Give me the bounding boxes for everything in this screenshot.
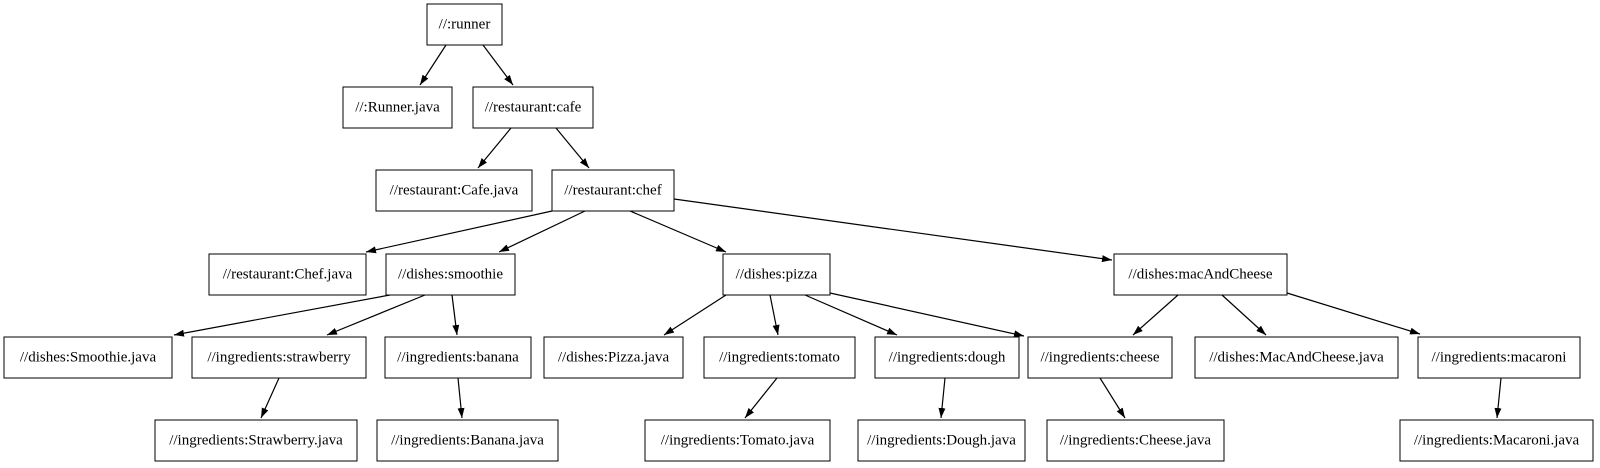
graph-node-box: [857, 419, 1026, 462]
graph-edge-dough-to-dough-java: [938, 377, 946, 419]
graph-node-runner-java: //:Runner.java: [342, 86, 453, 129]
graph-edge-pizza-to-cheese: [829, 292, 1025, 338]
graph-edge-banana-to-banana-java: [457, 377, 465, 419]
graph-edge-runner-to-cafe: [482, 44, 514, 86]
graph-edge-cafe-to-cafe-java: [477, 127, 512, 169]
graph-node-label: //ingredients:cheese: [1040, 350, 1159, 366]
graph-edge-smoothie-to-banana: [451, 294, 460, 336]
graph-node-label: //dishes:Smoothie.java: [20, 350, 157, 366]
graph-node-mac-and-cheese: //dishes:macAndCheese: [1113, 253, 1288, 296]
graph-edge-pizza-to-dough: [804, 294, 898, 336]
graph-node-box: [191, 336, 367, 379]
graph-node-cheese: //ingredients:cheese: [1027, 336, 1173, 379]
graph-node-box: [376, 419, 559, 462]
graph-edge-runner-to-runner-java: [419, 44, 447, 86]
graph-node-box: [1046, 419, 1225, 462]
graph-edge-pizza-to-tomato: [769, 294, 780, 336]
graph-edge-pizza-to-pizza-java: [663, 294, 727, 336]
graph-node-label: //dishes:macAndCheese: [1128, 267, 1272, 283]
graph-node-chef: //restaurant:chef: [551, 169, 675, 212]
graph-node-box: [154, 419, 358, 462]
graph-node-label: //ingredients:Tomato.java: [661, 433, 815, 449]
graph-node-box: [472, 86, 594, 129]
graph-node-label: //ingredients:Dough.java: [867, 433, 1016, 449]
graph-node-label: //:runner: [439, 17, 491, 33]
graph-node-cafe: //restaurant:cafe: [472, 86, 594, 129]
graph-node-box: [342, 86, 453, 129]
graph-node-label: //ingredients:Macaroni.java: [1414, 433, 1580, 449]
graph-node-pizza-java: //dishes:Pizza.java: [543, 336, 684, 379]
graph-node-label: //ingredients:macaroni: [1432, 350, 1567, 366]
graph-node-mac-java: //dishes:MacAndCheese.java: [1194, 336, 1399, 379]
graph-node-label: //dishes:pizza: [736, 267, 818, 283]
graph-node-label: //ingredients:Banana.java: [391, 433, 544, 449]
graph-node-label: //ingredients:dough: [889, 350, 1006, 366]
graph-node-box: [722, 253, 831, 296]
graph-node-box: [3, 336, 173, 379]
graph-node-macaroni: //ingredients:macaroni: [1417, 336, 1581, 379]
graph-node-strawberry: //ingredients:strawberry: [191, 336, 367, 379]
graph-node-box: [874, 336, 1020, 379]
graph-edge-chef-to-chef-java: [365, 210, 553, 254]
graph-node-box: [1194, 336, 1399, 379]
graph-node-box: [426, 3, 503, 46]
graph-node-tomato: //ingredients:tomato: [703, 336, 856, 379]
graph-node-label: //dishes:MacAndCheese.java: [1209, 350, 1384, 366]
graph-node-cheese-java: //ingredients:Cheese.java: [1046, 419, 1225, 462]
graph-node-label: //dishes:Pizza.java: [558, 350, 670, 366]
graph-edge-tomato-to-tomato-java: [744, 377, 778, 419]
graph-node-box: [375, 169, 533, 212]
graph-node-label: //restaurant:chef: [564, 183, 661, 199]
graph-node-box: [385, 253, 516, 296]
graph-edge-chef-to-pizza: [629, 210, 727, 253]
graph-node-banana: //ingredients:banana: [384, 336, 532, 379]
graph-node-strawberry-java: //ingredients:Strawberry.java: [154, 419, 358, 462]
graph-node-label: //ingredients:tomato: [719, 350, 840, 366]
graph-node-label: //restaurant:Cafe.java: [390, 183, 519, 199]
graph-node-label: //ingredients:banana: [397, 350, 519, 366]
graph-edge-cafe-to-chef: [555, 127, 590, 169]
graph-node-smoothie: //dishes:smoothie: [385, 253, 516, 296]
graph-edge-strawberry-to-strawberry-java: [260, 377, 280, 419]
graph-node-tomato-java: //ingredients:Tomato.java: [644, 419, 831, 462]
graph-node-macaroni-java: //ingredients:Macaroni.java: [1399, 419, 1594, 462]
graph-node-runner: //:runner: [426, 3, 503, 46]
graph-node-box: [384, 336, 532, 379]
graph-edge-mac-and-cheese-to-cheese: [1132, 294, 1179, 336]
graph-node-label: //:Runner.java: [355, 100, 440, 116]
graph-node-dough: //ingredients:dough: [874, 336, 1020, 379]
graph-node-box: [1027, 336, 1173, 379]
edges-layer: [173, 44, 1502, 419]
graph-node-pizza: //dishes:pizza: [722, 253, 831, 296]
graph-node-box: [703, 336, 856, 379]
graph-node-chef-java: //restaurant:Chef.java: [208, 253, 367, 296]
graph-node-smoothie-java: //dishes:Smoothie.java: [3, 336, 173, 379]
graph-node-label: //ingredients:strawberry: [207, 350, 351, 366]
graph-edge-mac-and-cheese-to-mac-java: [1221, 294, 1267, 336]
graph-edge-macaroni-to-macaroni-java: [1494, 377, 1502, 419]
graph-node-box: [551, 169, 675, 212]
nodes-layer: //:runner //:Runner.java //restaurant:cafe…: [3, 3, 1594, 462]
graph-node-label: //dishes:smoothie: [398, 267, 503, 283]
graph-node-box: [208, 253, 367, 296]
graph-node-label: //restaurant:cafe: [485, 100, 582, 116]
graph-node-label: //restaurant:Chef.java: [223, 267, 353, 283]
graph-node-box: [644, 419, 831, 462]
graph-node-box: [1399, 419, 1594, 462]
graph-edge-mac-and-cheese-to-macaroni: [1286, 292, 1421, 335]
graph-node-dough-java: //ingredients:Dough.java: [857, 419, 1026, 462]
graph-edge-smoothie-to-strawberry: [326, 294, 426, 336]
graph-node-box: [543, 336, 684, 379]
graph-node-banana-java: //ingredients:Banana.java: [376, 419, 559, 462]
graph-node-label: //ingredients:Strawberry.java: [169, 433, 343, 449]
graph-edge-cheese-to-cheese-java: [1099, 377, 1126, 419]
graph-node-label: //ingredients:Cheese.java: [1060, 433, 1212, 449]
graph-node-cafe-java: //restaurant:Cafe.java: [375, 169, 533, 212]
graph-edge-smoothie-to-smoothie-java: [173, 294, 391, 337]
graph-node-box: [1113, 253, 1288, 296]
graph-node-box: [1417, 336, 1581, 379]
graph-edge-chef-to-smoothie: [498, 210, 586, 253]
graph-edge-chef-to-mac-and-cheese: [673, 198, 1113, 263]
